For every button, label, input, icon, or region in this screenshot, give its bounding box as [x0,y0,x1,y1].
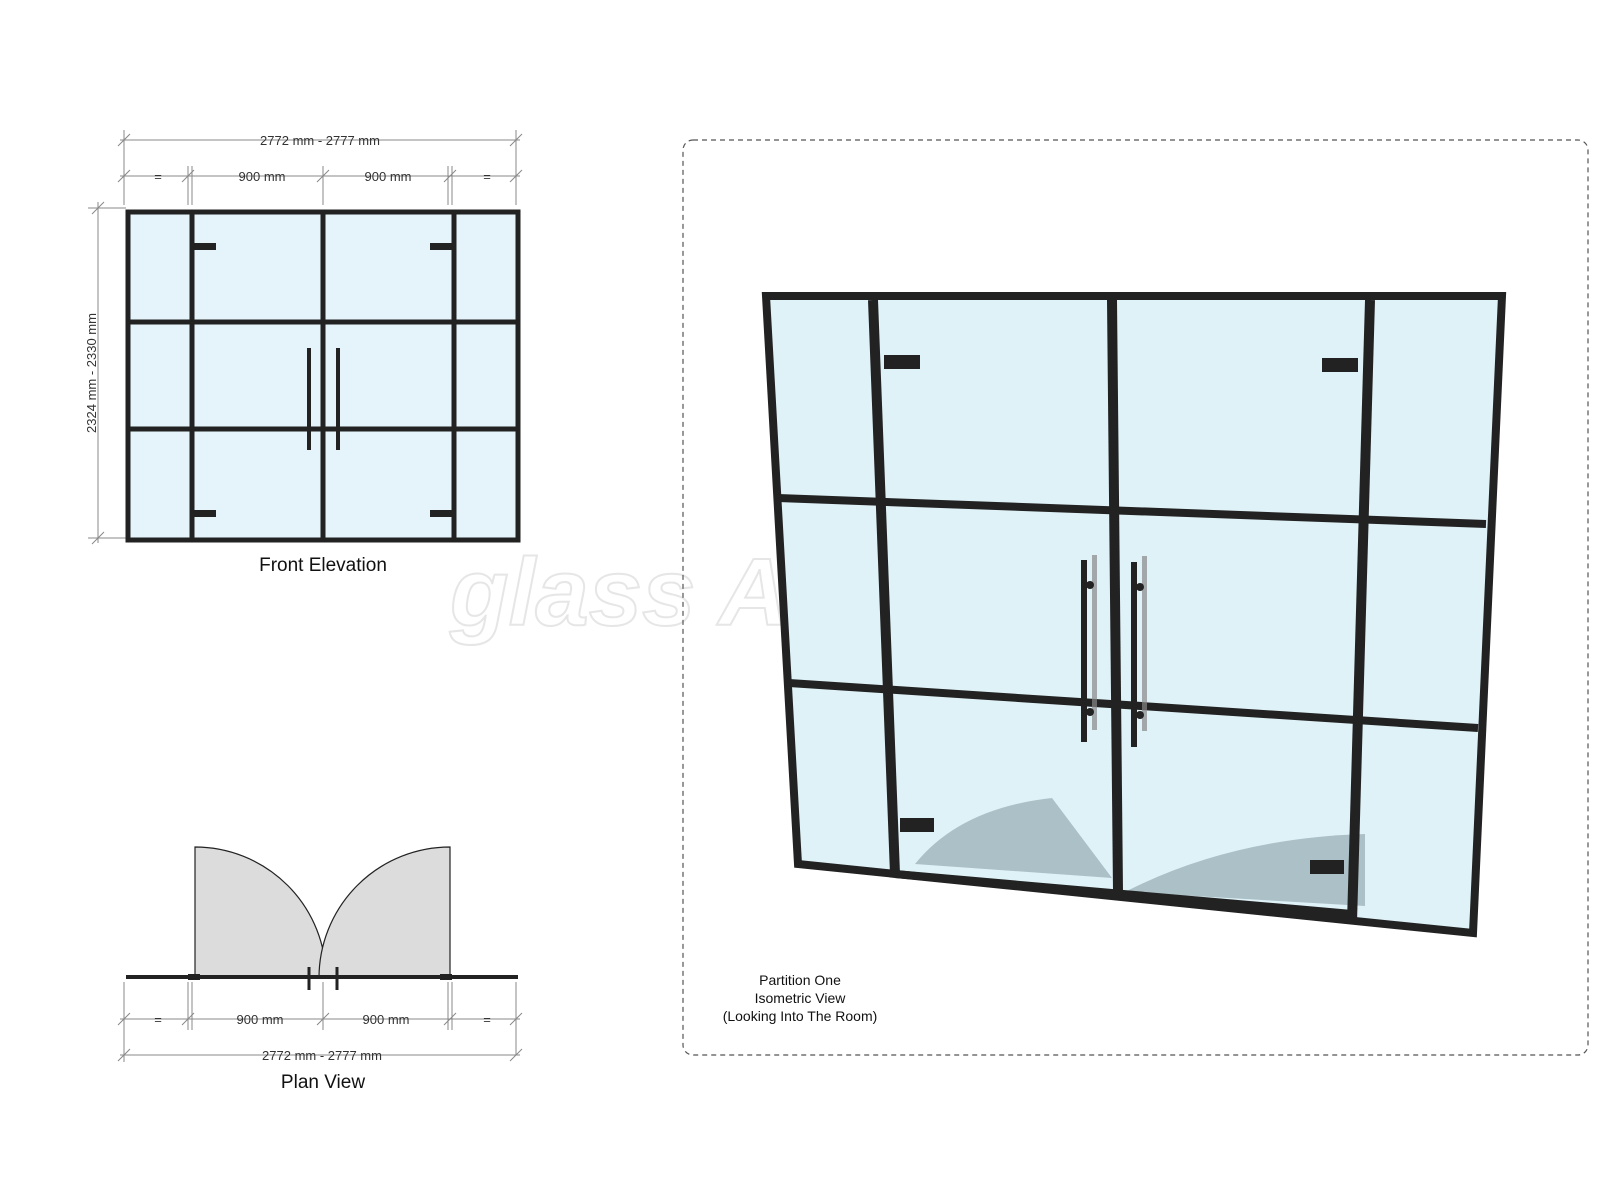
right-door-swing [318,846,451,979]
plan-side-left-label: = [154,1012,162,1027]
plan-view: = 900 mm 900 mm = 2772 mm - 2777 mm Plan… [117,846,523,1093]
plan-view-caption: Plan View [281,1072,365,1093]
hinge-bottom-left [194,510,216,517]
hinge-top-left [194,243,216,250]
iso-handle-left [1081,560,1087,742]
front-elevation-caption: Front Elevation [259,555,387,576]
iso-label-line3: (Looking Into The Room) [723,1008,878,1024]
iso-hinge-bottom-left [900,818,934,832]
isometric-partition [761,292,1507,938]
handle-left [307,348,311,450]
iso-label-line1: Partition One [759,972,841,988]
plan-door-width-left-label: 900 mm [237,1012,284,1027]
hinge-top-right [430,243,452,250]
plan-side-right-label: = [483,1012,491,1027]
front-overall-height-label: 2324 mm - 2330 mm [84,313,99,433]
iso-handle-right [1131,562,1137,747]
front-door-width-right-label: 900 mm [365,169,412,184]
front-elevation: 2772 mm - 2777 mm = 900 mm 900 mm = 2324… [84,130,523,576]
iso-hinge-top-left [884,355,920,369]
plan-dimensions [117,982,523,1062]
front-overall-width-label: 2772 mm - 2777 mm [260,133,380,148]
front-side-left-label: = [154,169,162,184]
iso-label-line2: Isometric View [755,990,847,1006]
left-door-swing [194,846,327,979]
hinge-bottom-right [430,510,452,517]
plan-door-width-right-label: 900 mm [363,1012,410,1027]
front-door-width-left-label: 900 mm [239,169,286,184]
isometric-panel: Partition One Isometric View (Looking In… [682,139,1589,1056]
iso-hinge-bottom-right [1310,860,1344,874]
handle-right [336,348,340,450]
isometric-dashed-border [682,139,1589,1056]
front-side-right-label: = [483,169,491,184]
iso-hinge-top-right [1322,358,1358,372]
front-elevation-frame [125,209,521,543]
plan-overall-width-label: 2772 mm - 2777 mm [262,1048,382,1063]
front-elevation-dimensions [88,130,523,545]
